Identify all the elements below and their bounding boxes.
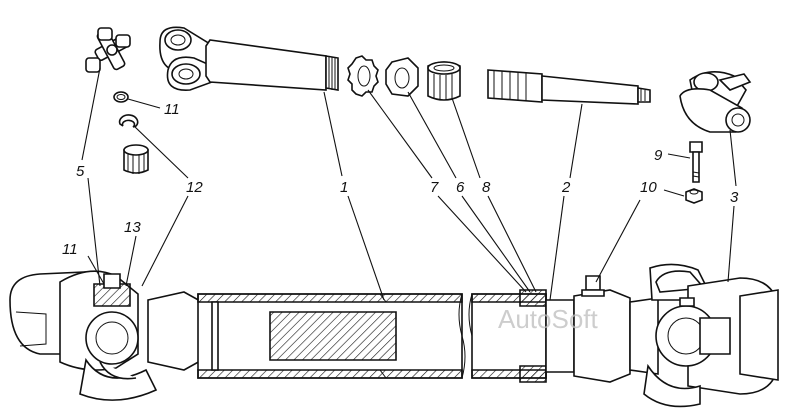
- callout-11-bottom: 11: [62, 241, 78, 258]
- universal-joint-cross-part: [85, 27, 131, 73]
- callout-12: 12: [186, 179, 203, 196]
- callout-9: 9: [654, 147, 663, 164]
- callout-11-top: 11: [164, 101, 180, 118]
- tube-with-yoke-part: [159, 26, 339, 91]
- right-slip-yoke-assembly: [573, 275, 659, 383]
- watermark-text: AutoSoft: [498, 304, 599, 334]
- needle-bearing-part: [123, 144, 149, 174]
- callout-13: 13: [124, 219, 141, 236]
- snap-ring-part: [118, 114, 139, 128]
- callout-8: 8: [482, 179, 491, 196]
- leader-lines: [81, 67, 737, 301]
- splined-shaft-part: [487, 69, 651, 105]
- nut-part: [685, 188, 703, 204]
- callout-7: 7: [430, 179, 439, 196]
- tube-section-assembly: [197, 293, 466, 379]
- right-universal-joint-assembly: [643, 263, 779, 408]
- flange-yoke-part: [679, 71, 752, 133]
- callout-1: 1: [340, 179, 348, 196]
- circlip-part: [113, 91, 129, 103]
- left-universal-joint-assembly: [9, 270, 203, 401]
- callout-2: 2: [561, 179, 571, 196]
- spline-washer-part: [347, 55, 379, 97]
- callout-10: 10: [640, 179, 657, 196]
- callout-6: 6: [456, 179, 465, 196]
- bolt-part: [689, 141, 703, 183]
- callout-5: 5: [76, 163, 85, 180]
- threaded-sleeve-part: [427, 61, 461, 101]
- callout-3: 3: [730, 189, 739, 206]
- sealing-nut-part: [385, 57, 419, 97]
- slip-joint-assembly: [468, 289, 575, 383]
